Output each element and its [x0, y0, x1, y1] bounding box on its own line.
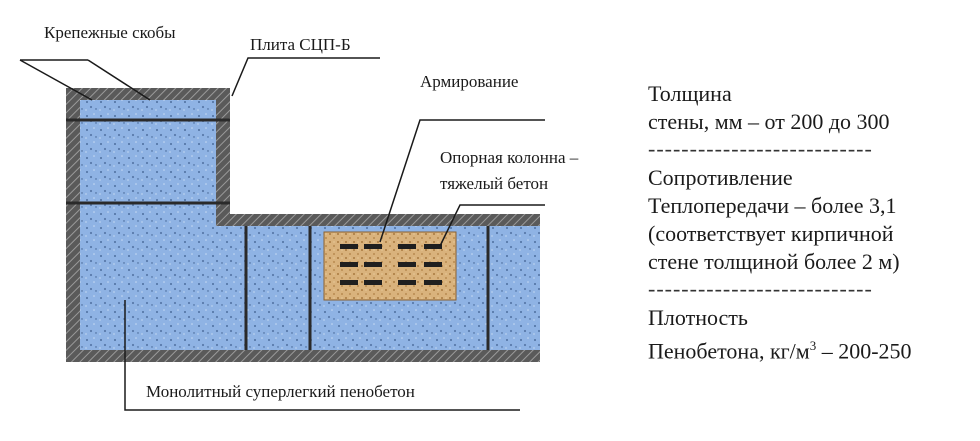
column-rebar [340, 244, 442, 285]
spec-resistance-note-1: (соответствует кирпичной [648, 221, 894, 246]
spec-thickness-title: Толщина [648, 81, 732, 106]
spec-separator-1: --------------------------- [648, 136, 873, 161]
spec-resistance-title: Сопротивление [648, 165, 793, 190]
slab-frame [66, 88, 540, 362]
spec-separator-2: --------------------------- [648, 276, 873, 301]
spec-thickness-value: стены, мм – от 200 до 300 [648, 109, 890, 134]
reinforcement-lines [66, 118, 490, 350]
spec-density-unit: Пенобетона, кг/м [648, 338, 810, 364]
label-column-line1: Опорная колонна – [440, 148, 579, 167]
spec-density-range: – 200-250 [816, 338, 912, 364]
label-foam-concrete: Монолитный суперлегкий пенобетон [146, 382, 415, 401]
label-slab: Плита СЦП-Б [250, 35, 351, 54]
label-reinforcement: Армирование [420, 72, 518, 91]
spec-density-title: Плотность [648, 305, 748, 330]
spec-resistance-value: Теплопередачи – более 3,1 [648, 193, 897, 218]
spec-density-superscript: 3 [809, 338, 817, 353]
spec-density-value: Пенобетона, кг/м3 – 200-250 [648, 332, 968, 365]
leader-lines [19, 57, 545, 411]
spec-panel: Толщина стены, мм – от 200 до 300 ------… [648, 80, 968, 365]
label-column-line2: тяжелый бетон [440, 174, 548, 193]
spec-resistance-note-2: стене толщиной более 2 м) [648, 249, 900, 274]
label-brackets: Крепежные скобы [44, 23, 176, 42]
